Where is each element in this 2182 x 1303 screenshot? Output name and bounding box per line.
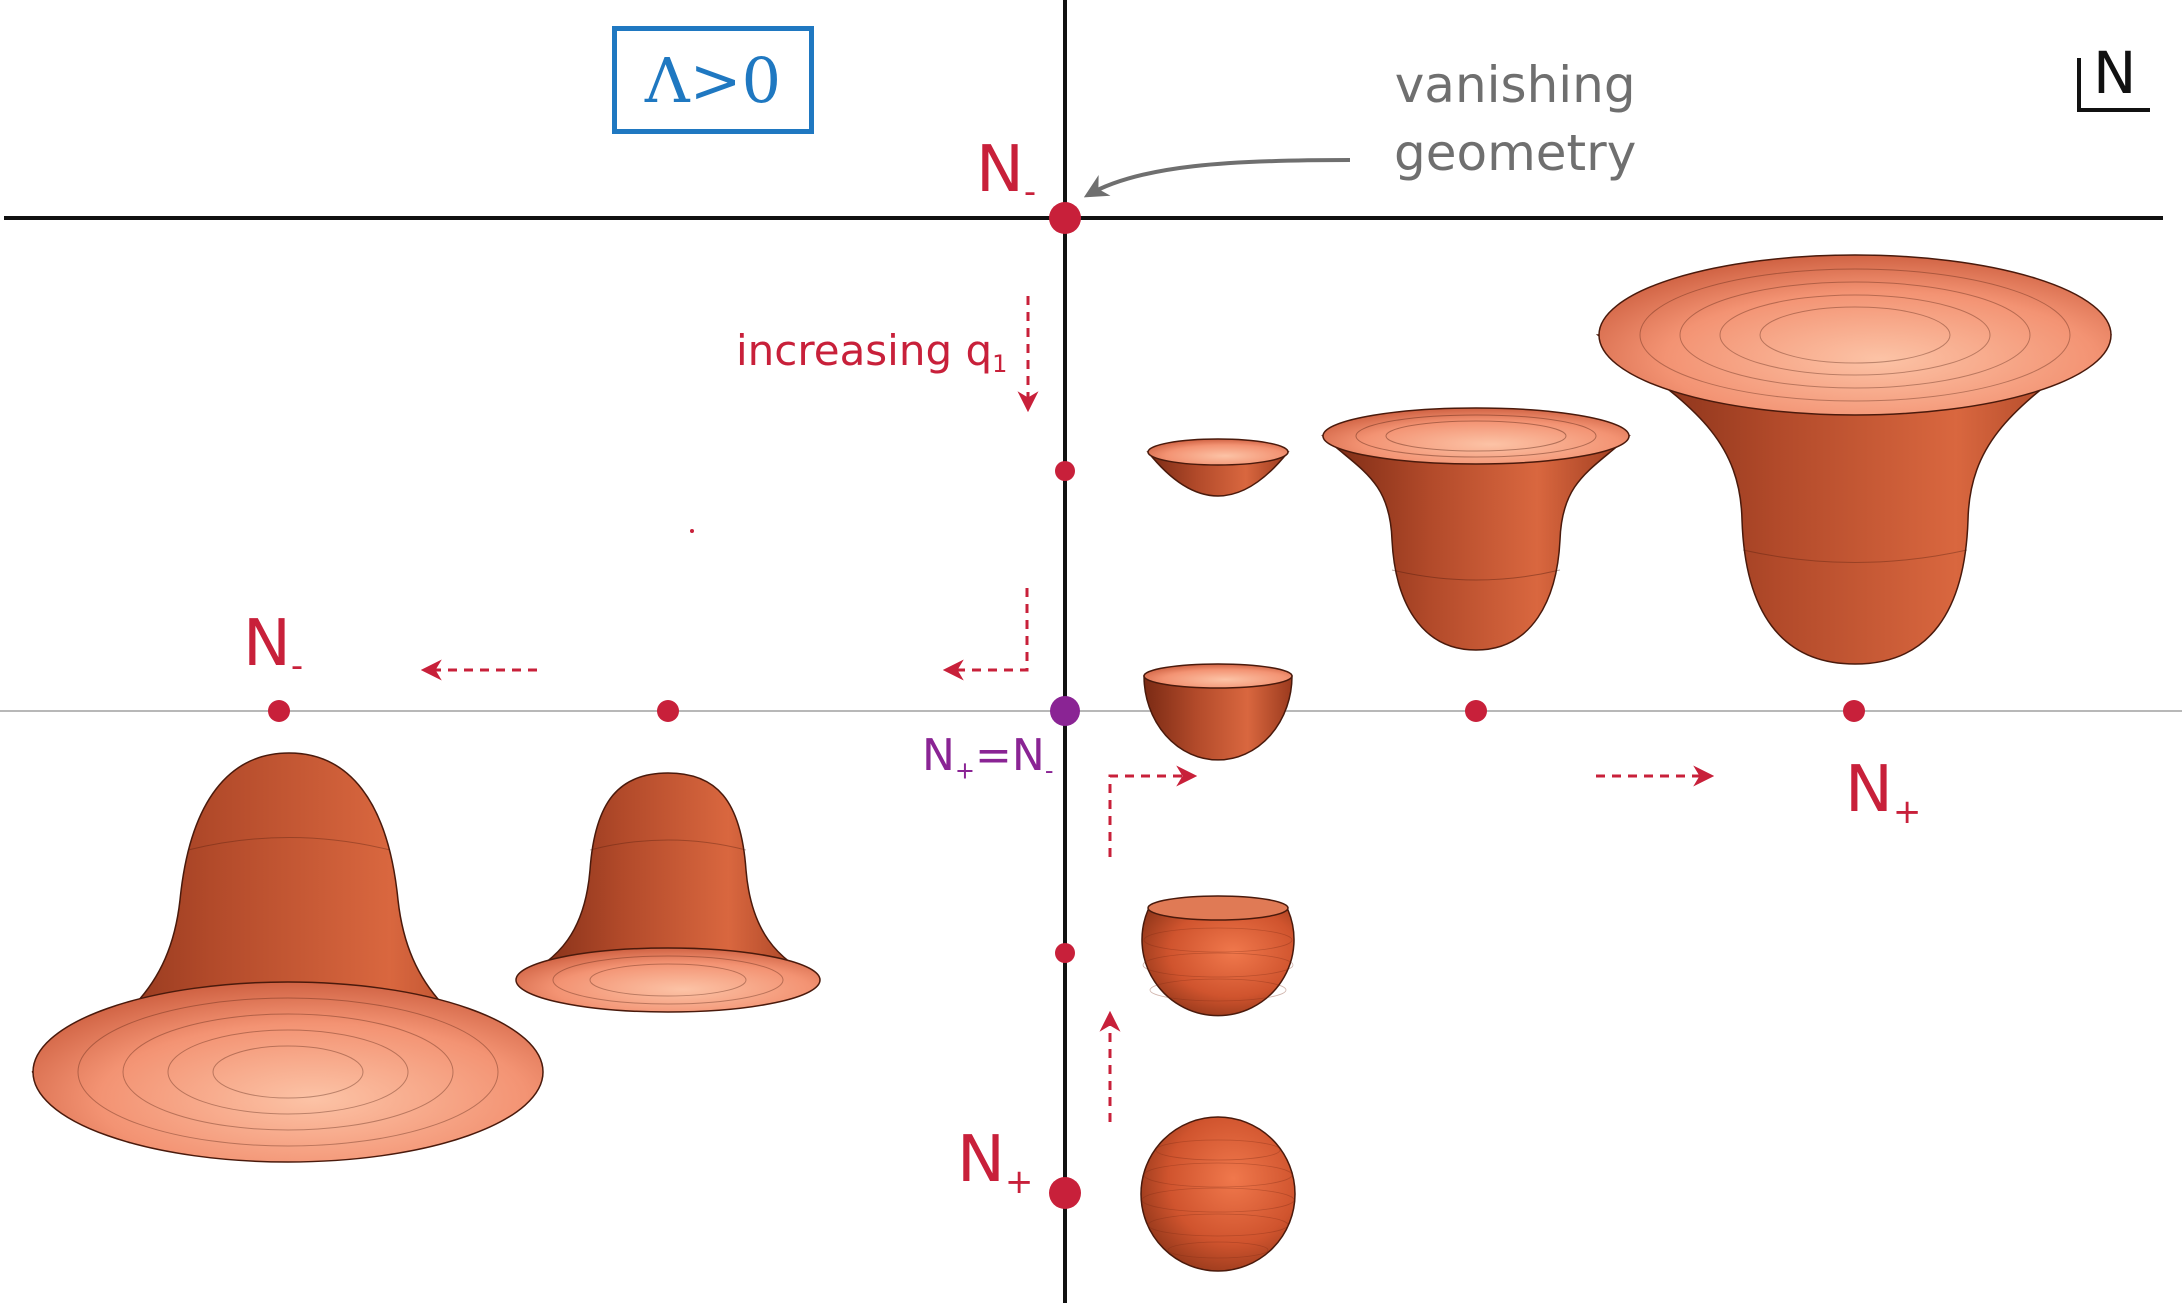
dot-right-1 — [1465, 700, 1487, 722]
small-bowl-surface — [1146, 438, 1290, 497]
dot-n-plus-bottom — [1049, 1177, 1081, 1209]
vanishing-geometry-label: vanishing geometry — [1394, 56, 1637, 182]
large-trumpet-surface — [1595, 254, 2113, 665]
truncated-sphere-surface — [1141, 895, 1295, 1017]
large-bell-surface — [31, 752, 544, 1163]
n-axis-corner — [2077, 58, 2150, 112]
arrow-turn-right — [1108, 765, 1198, 857]
n-minus-top-label: N- — [976, 133, 1037, 212]
dot-axis-2 — [1055, 943, 1075, 963]
vanishing-arrow — [1083, 158, 1351, 198]
dot-equal — [1050, 696, 1080, 726]
dot-left-2 — [657, 700, 679, 722]
n-plus-bottom-label: N+ — [957, 1123, 1034, 1202]
lambda-label: Λ>0 — [612, 26, 814, 134]
n-minus-left-label: N- — [243, 607, 304, 686]
small-bell-surface — [515, 772, 821, 1013]
sphere-surface — [1140, 1116, 1296, 1272]
increasing-q-label: increasing q1 — [736, 326, 1008, 379]
hemisphere-surface — [1143, 663, 1293, 761]
n-axis-label: N — [2093, 39, 2137, 107]
dot-right-2 — [1843, 700, 1865, 722]
dot-left-1 — [268, 700, 290, 722]
medium-trumpet-surface — [1321, 407, 1631, 651]
arrow-turn-left — [942, 588, 1029, 681]
speck — [690, 529, 694, 533]
dot-axis-1 — [1055, 461, 1075, 481]
dot-n-minus-top — [1049, 202, 1081, 234]
n-plus-equals-n-minus-label: N+=N- — [922, 730, 1054, 785]
n-plus-right-label: N+ — [1845, 753, 1922, 832]
